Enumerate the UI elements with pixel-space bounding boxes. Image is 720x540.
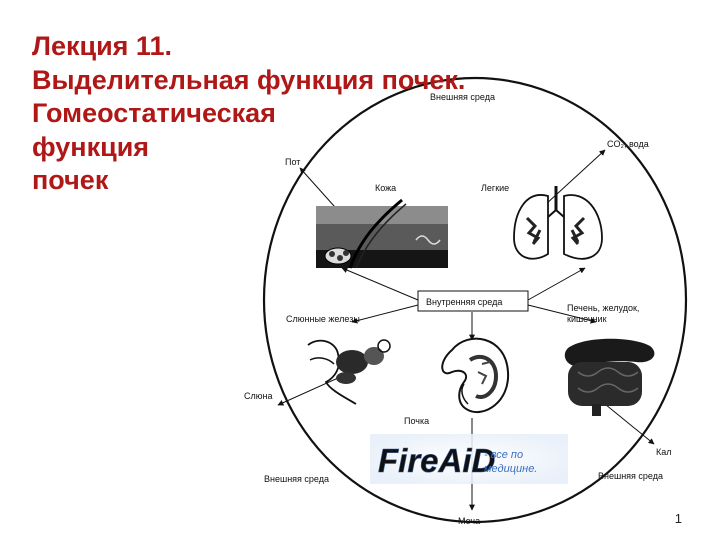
label-inner-environment: Внутренняя среда [426,297,502,307]
digestive-organs-illustration [565,339,655,416]
label-salivary-glands: Слюнные железы [286,314,360,324]
label-lungs: Легкие [481,183,509,193]
title-line: Выделительная функция почек. [32,64,392,98]
label-intestine: кишечник [567,314,607,324]
page-number: 1 [675,511,682,526]
watermark-brand: FireAiD [378,442,495,479]
kidney-illustration [442,339,508,412]
slide-title: Лекция 11. Выделительная функция почек. … [32,30,392,198]
label-saliva: Слюна [244,391,272,401]
label-outer-environment-left: Внешняя среда [264,474,329,484]
watermark-tagline-1: - все по [484,449,523,461]
label-kidney: Почка [404,416,429,426]
skin-illustration [316,200,448,268]
label-outer-environment-right: Внешняя среда [598,471,663,481]
label-liver-stomach: Печень, желудок, [567,303,639,313]
title-line: почек [32,164,392,198]
fireaid-watermark: FireAiD - все по медицине. [370,434,568,484]
title-line: Гомеостатическая [32,97,392,131]
lungs-illustration [514,186,602,259]
title-line: функция [32,131,392,165]
title-line: Лекция 11. [32,30,392,64]
salivary-glands-illustration [308,340,390,404]
label-feces: Кал [656,447,672,457]
watermark-tagline-2: медицине. [484,463,537,475]
label-co2-water: CO₂, вода [607,139,649,149]
label-urine: Моча [458,516,480,526]
